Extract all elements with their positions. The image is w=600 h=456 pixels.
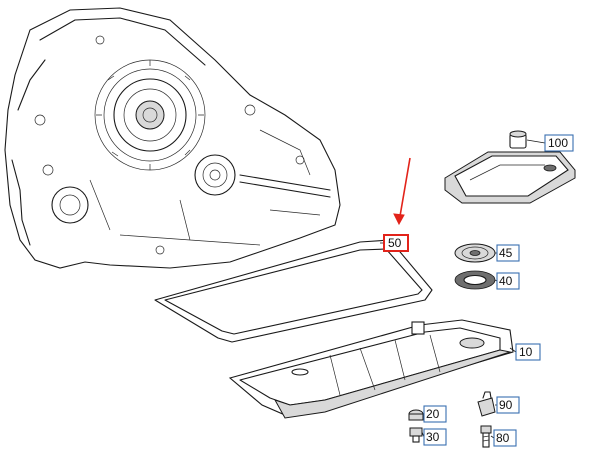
seal-ring xyxy=(454,270,496,290)
callout-50-label: 50 xyxy=(388,236,402,250)
callout-100[interactable]: 100 xyxy=(544,134,574,152)
callout-80-label: 80 xyxy=(496,431,510,445)
callout-90[interactable]: 90 xyxy=(496,396,520,414)
callout-10-label: 10 xyxy=(519,345,533,359)
callout-30[interactable]: 30 xyxy=(423,428,447,446)
callout-10[interactable]: 10 xyxy=(515,343,541,361)
transmission-filter xyxy=(444,130,576,204)
callout-30-label: 30 xyxy=(426,430,440,444)
callout-45-label: 45 xyxy=(499,246,513,260)
transmission-housing xyxy=(4,7,341,269)
pan-gasket xyxy=(154,239,433,343)
callout-50[interactable]: 50 xyxy=(383,234,409,252)
callout-80[interactable]: 80 xyxy=(493,429,517,447)
highlight-arrow xyxy=(393,157,411,226)
screw-80 xyxy=(480,425,492,448)
strainer-disc xyxy=(454,243,496,263)
bolt-20 xyxy=(408,409,424,421)
callout-40[interactable]: 40 xyxy=(496,272,520,290)
callout-20[interactable]: 20 xyxy=(423,405,447,423)
callout-100-label: 100 xyxy=(548,136,568,150)
callout-40-label: 40 xyxy=(499,274,513,288)
clip-90 xyxy=(477,391,496,417)
callout-20-label: 20 xyxy=(426,407,440,421)
callout-90-label: 90 xyxy=(499,398,513,412)
oil-pan xyxy=(228,319,514,419)
bolt-30 xyxy=(409,427,423,443)
callout-45[interactable]: 45 xyxy=(496,244,520,262)
